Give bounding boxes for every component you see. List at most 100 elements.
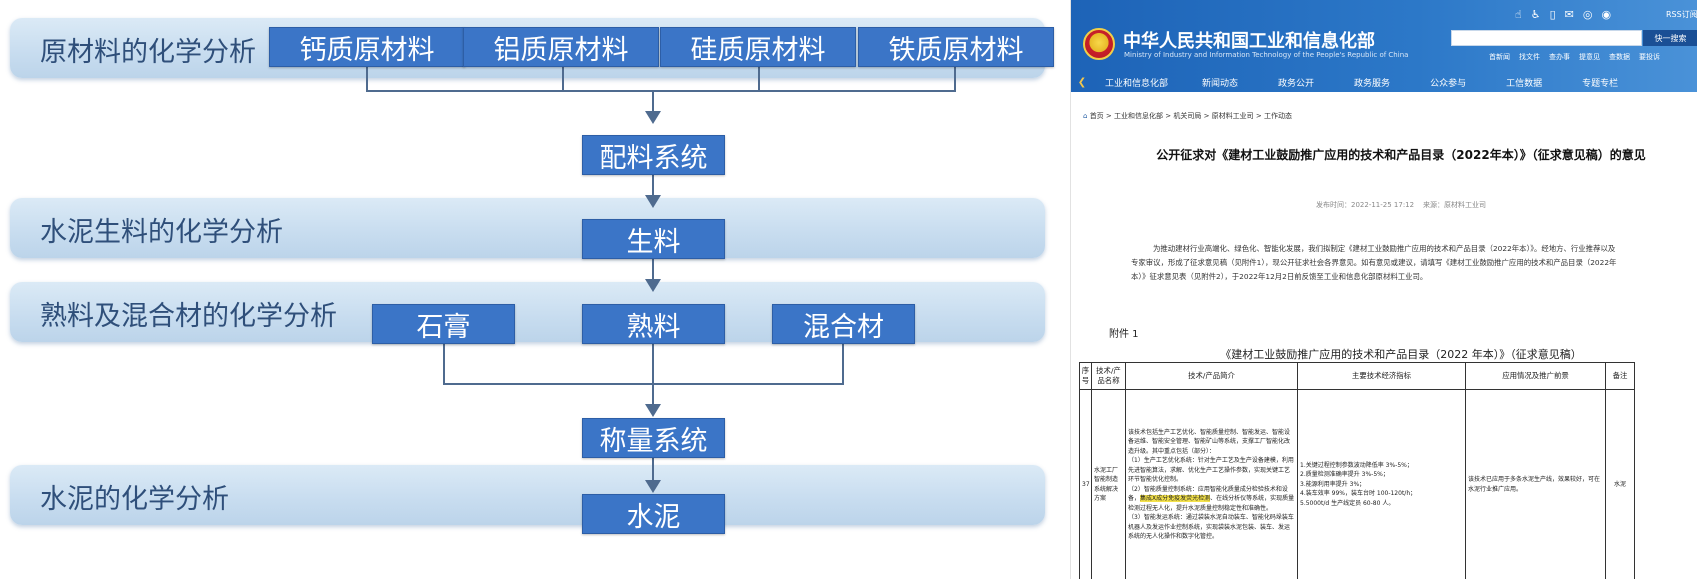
intro-paragraph: （1）生产工艺优化系统：针对生产工艺及生产设备建模，利用先进智能算法，求解、优化… [1128,457,1294,483]
table-header: 技术/产品简介 [1125,362,1298,390]
intro-text: 、在线分析仪等系统，实现质量检测过程无人化，提升水泥质量控制稳定性和准确性。 [1128,495,1295,512]
breadcrumb-item[interactable]: 工作动态 [1264,112,1292,120]
connector-line [652,344,654,384]
box-calcareous: 钙质原材料 [269,27,465,67]
box-aluminous: 铝质原材料 [463,27,659,67]
table-cell-intro: 该技术包括生产工艺优化、智能质量控制、智能发运、智能设备运维、智能安全管理、智能… [1125,389,1298,579]
connector-line [366,65,368,92]
box-cement: 水泥 [582,494,725,534]
search-button[interactable]: 快一搜索 [1643,30,1697,46]
intro-paragraph: （3）智能发运系统：通过袋装水泥自动装车、智能化码垛装车机器人及发运作业控制系统… [1128,514,1294,540]
annex-label: 附件 1 [1109,329,1139,340]
table-row: 37 水泥工厂智能制造系统解决方案 该技术包括生产工艺优化、智能质量控制、智能发… [1079,389,1635,579]
table-cell-no: 37 [1079,389,1092,579]
table-header: 技术/产品名称 [1091,362,1126,390]
nav-item-miit[interactable]: 工业和信息化部 [1105,78,1169,89]
nav-item-public[interactable]: 公众参与 [1430,78,1467,89]
connector-line [366,90,956,92]
arrow-down-icon [645,404,661,417]
quick-link[interactable]: 要投诉 [1639,53,1660,61]
highlighted-text: 集成X成分免疫发荧光检测 [1140,495,1211,502]
indicator-line: 4.装车效率 99%，装车台时 100-120t/h； [1300,490,1417,498]
nav-item-services[interactable]: 政务服务 [1354,78,1391,89]
connector-line [443,344,445,384]
arrow-down-icon [645,111,661,124]
arrow-down-icon [645,195,661,208]
band-raw-meal: 水泥生料的化学分析 [10,198,1045,258]
table-cell-application: 该技术已应用于多条水泥生产线，效果较好，可在水泥行业推广应用。 [1465,389,1606,579]
band-label-raw: 原材料的化学分析 [40,37,256,68]
box-gypsum: 石膏 [372,304,515,344]
article-title: 公开征求对《建材工业鼓励推广应用的技术和产品目录（2022年本）》（征求意见稿）… [1156,148,1646,162]
quick-link[interactable]: 查办事 [1549,53,1570,61]
home-icon[interactable]: ❮ [1077,76,1087,88]
arrow-down-icon [645,480,661,493]
national-emblem-icon [1083,28,1115,60]
box-raw-meal: 生料 [582,219,725,259]
connector-line [652,385,654,405]
connector-line [954,65,956,92]
weibo-icon[interactable]: ◉ [1601,8,1612,21]
table-cell-name: 水泥工厂智能制造系统解决方案 [1091,389,1126,579]
article-meta: 发布时间：2022-11-25 17:12 来源：原材料工业司 [1131,200,1671,210]
connector-line [652,458,654,482]
connector-line [443,383,844,385]
table-header-row: 序号 技术/产品名称 技术/产品简介 主要技术经济指标 应用情况及推广前景 备注 [1079,362,1635,390]
intro-paragraph: （2）智能质量控制系统：应用智能化质量成分检验技术和设备，集成X成分免疫发荧光检… [1128,485,1295,514]
nav-item-gov-affairs[interactable]: 政务公开 [1278,78,1315,89]
table-header: 应用情况及推广前景 [1465,362,1606,390]
ministry-webpage: 中华人民共和国工业和信息化部 Ministry of Industry and … [1070,0,1697,579]
band-cement: 水泥的化学分析 [10,465,1045,525]
box-weighing-system: 称量系统 [582,418,725,458]
nav-item-topics[interactable]: 专题专栏 [1582,78,1619,89]
box-clinker: 熟料 [582,304,725,344]
arrow-down-icon [645,279,661,292]
connector-line [758,65,760,92]
connector-line [562,65,564,92]
accessibility-icon[interactable]: ♿ [1530,8,1541,21]
breadcrumb-item[interactable]: 首页 [1089,112,1104,120]
quick-link[interactable]: 首新闻 [1489,53,1510,61]
connector-line [652,175,654,197]
table-header: 主要技术经济指标 [1297,362,1466,390]
intro-text: （2）智能质量控制系统：应用智能化质量成分检验技术和设备， [1128,485,1288,503]
box-batching-system: 配料系统 [582,135,725,175]
box-admixture: 混合材 [772,304,915,344]
table-header: 备注 [1605,362,1635,390]
connector-line [652,259,654,281]
nav-item-news[interactable]: 新闻动态 [1202,78,1239,89]
table-title: 《建材工业鼓励推广应用的技术和产品目录（2022 年本）》（征求意见稿） [1220,348,1582,361]
breadcrumb-item[interactable]: 工业和信息化部 [1114,112,1164,120]
band-label-cement: 水泥的化学分析 [40,484,229,515]
band-label-rawmeal: 水泥生料的化学分析 [40,217,283,248]
breadcrumb-item[interactable]: 原材料工业司 [1211,112,1254,120]
article-source: 来源：原材料工业司 [1423,201,1486,209]
hand-icon[interactable]: ☝ [1515,8,1522,21]
quick-link[interactable]: 找文件 [1519,53,1540,61]
quick-link[interactable]: 查数据 [1609,53,1630,61]
publish-time: 发布时间：2022-11-25 17:12 [1316,201,1415,209]
indicator-line: 3.能源利用率提升 3%； [1300,480,1366,488]
connector-line [652,92,654,112]
wechat-icon[interactable]: ◎ [1582,8,1593,21]
quick-link[interactable]: 提意见 [1579,53,1600,61]
table-cell-remark: 水泥 [1605,389,1635,579]
home-icon[interactable]: ⌂ [1083,112,1088,120]
connector-line [842,344,844,384]
nav-item-data[interactable]: 工信数据 [1506,78,1543,89]
mail-icon[interactable]: ✉ [1564,8,1574,21]
box-siliceous: 硅质原材料 [660,27,856,67]
catalog-table: 序号 技术/产品名称 技术/产品简介 主要技术经济指标 应用情况及推广前景 备注… [1079,362,1635,579]
rss-link[interactable]: RSS订阅 [1666,10,1697,19]
search-input[interactable] [1451,30,1642,46]
main-nav: ❮ 工业和信息化部 新闻动态 政务公开 政务服务 公众参与 工信数据 专题专栏 [1071,72,1697,92]
intro-paragraph: 该技术包括生产工艺优化、智能质量控制、智能发运、智能设备运维、智能安全管理、智能… [1128,428,1291,455]
article-body: 为推动建材行业高端化、绿色化、智能化发展，我们拟制定《建材工业鼓励推广应用的技术… [1131,244,1617,281]
table-header: 序号 [1079,362,1092,390]
breadcrumb: ⌂ 首页 > 工业和信息化部 > 机关司局 > 原材料工业司 > 工作动态 [1083,112,1292,120]
box-ferruginous: 铁质原材料 [858,27,1054,67]
mobile-icon[interactable]: ▯ [1549,8,1556,21]
breadcrumb-item[interactable]: 机关司局 [1173,112,1202,120]
site-title: 中华人民共和国工业和信息化部 [1123,31,1375,52]
indicator-line: 5.5000t/d 生产线定员 60-80 人。 [1300,499,1395,507]
